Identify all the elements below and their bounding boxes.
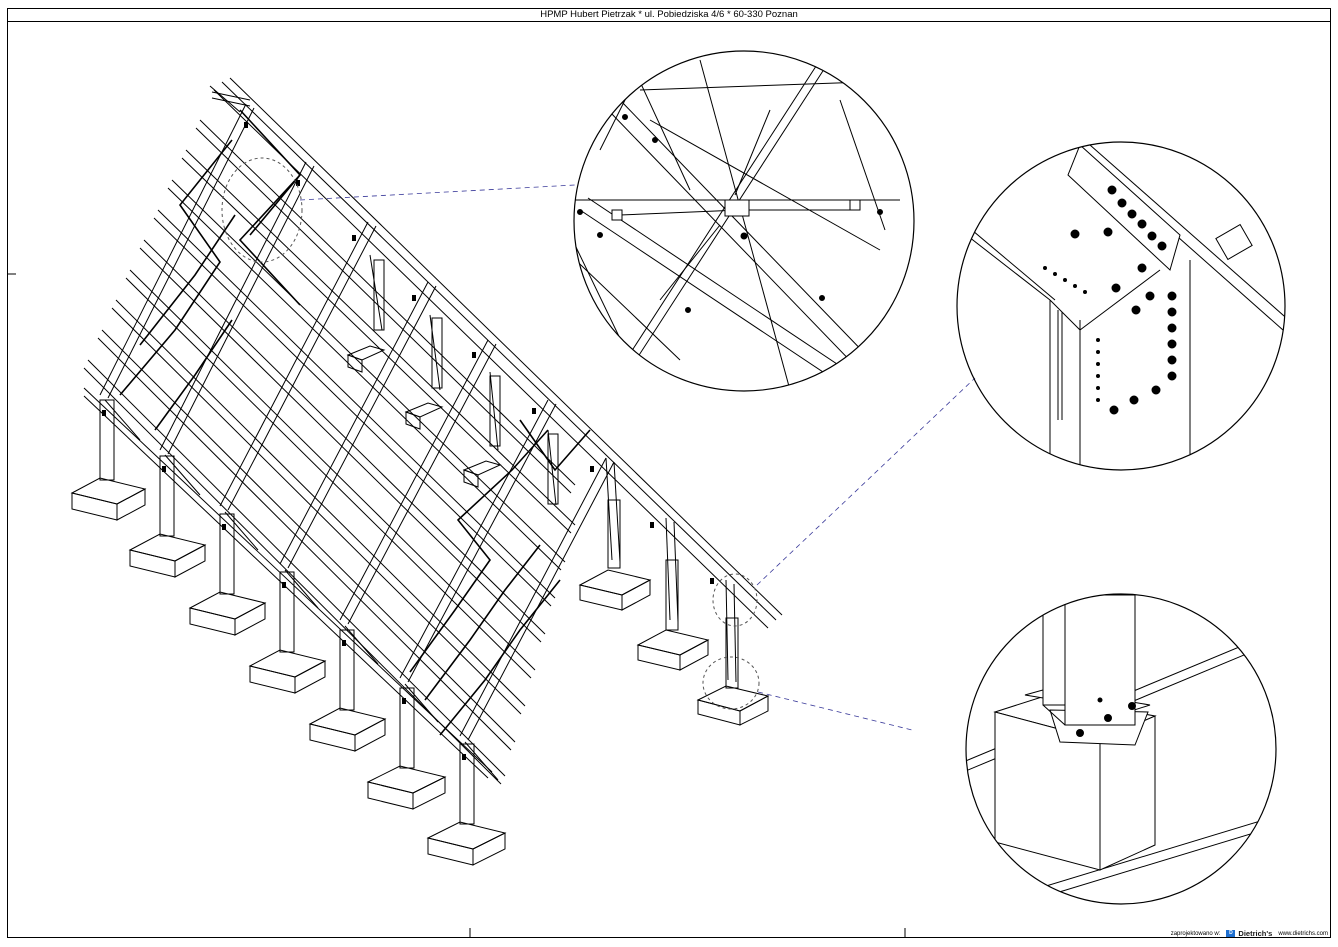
brand: D Dietrich's xyxy=(1226,929,1272,938)
rear-footings xyxy=(346,345,770,726)
frame-ticks xyxy=(7,273,906,938)
rear-rafters xyxy=(369,254,737,683)
front-footings xyxy=(70,477,507,866)
brand-name: Dietrich's xyxy=(1238,929,1273,938)
software-credit: zaprojektowano w: D Dietrich's www.dietr… xyxy=(1171,929,1328,938)
timber-shed-structure xyxy=(70,77,783,866)
eave-beam xyxy=(83,387,493,779)
dietrichs-logo-icon: D xyxy=(1226,930,1236,937)
website-link[interactable]: www.dietrichs.com xyxy=(1278,930,1328,937)
callout-leaders xyxy=(299,184,976,731)
sheet-title: HPMP Hubert Pietrzak * ul. Pobiedziska 4… xyxy=(540,9,798,20)
rear-columns xyxy=(373,259,739,689)
knee-braces xyxy=(104,399,499,781)
rafters xyxy=(99,85,615,741)
designed-in-label: zaprojektowano w: xyxy=(1170,930,1221,937)
wind-bracing xyxy=(119,109,591,736)
detail-markers xyxy=(221,157,760,710)
detail-column-base xyxy=(965,593,1277,905)
title-block: HPMP Hubert Pietrzak * ul. Pobiedziska 4… xyxy=(7,8,1331,22)
detail-rafter-bracing xyxy=(573,50,915,392)
purlins xyxy=(83,91,576,785)
connector-plates xyxy=(102,122,714,760)
detail-column-rafter-connection xyxy=(956,141,1286,471)
sheet-border xyxy=(7,8,1331,938)
top-beam xyxy=(213,77,783,629)
